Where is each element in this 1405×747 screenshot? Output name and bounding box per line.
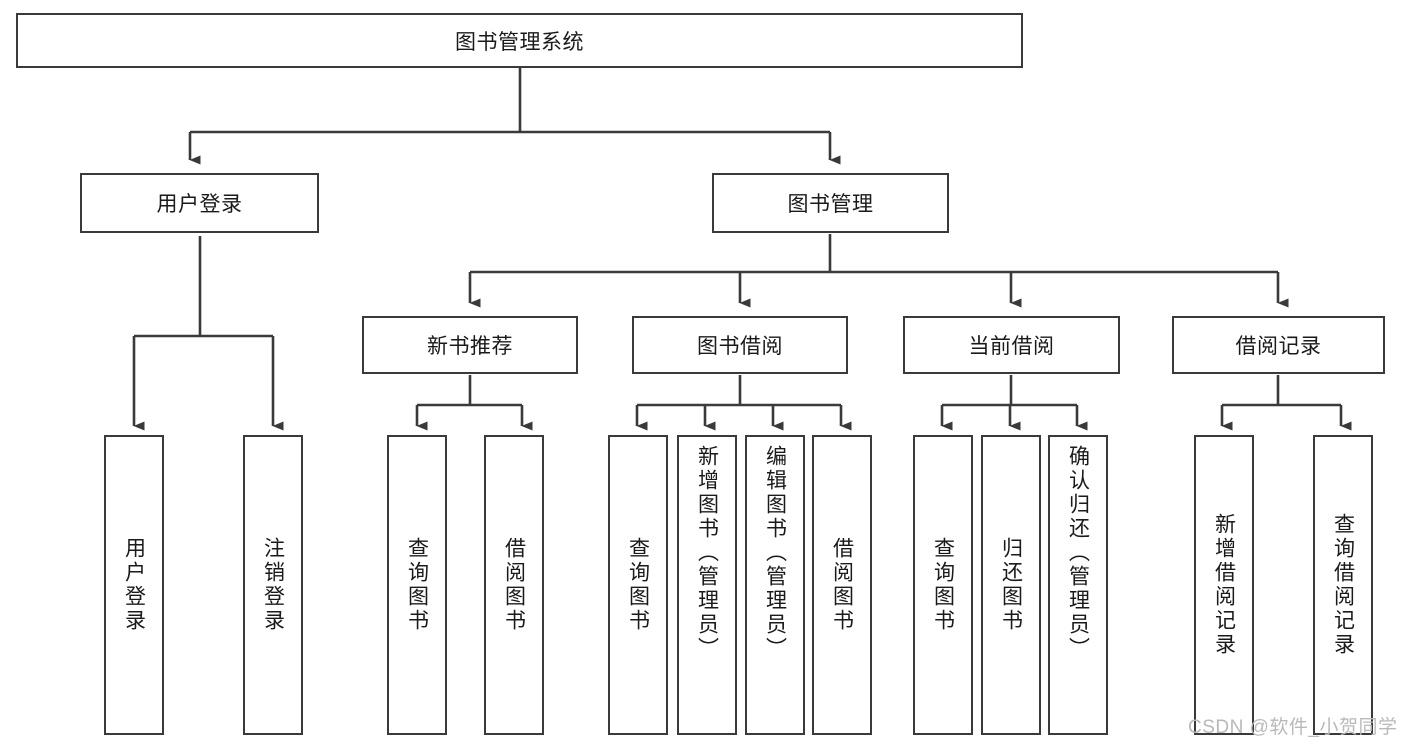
node-leaf-user-login-label: 用户登录 (122, 537, 146, 633)
node-user-login[interactable]: 用户登录 (80, 173, 319, 233)
node-leaf-user-login[interactable]: 用户登录 (104, 435, 164, 735)
node-leaf-user-logout-label: 注销登录 (261, 537, 285, 633)
node-new-book-recommend-label: 新书推荐 (427, 335, 513, 358)
node-leaf-borrow-book-2[interactable]: 借阅图书 (812, 435, 872, 735)
node-current-borrow-label: 当前借阅 (968, 335, 1055, 358)
node-new-book-recommend[interactable]: 新书推荐 (362, 316, 578, 374)
node-leaf-borrow-book-1[interactable]: 借阅图书 (484, 435, 544, 735)
watermark-text: CSDN @软件_小贺同学 (1188, 717, 1398, 738)
node-leaf-query-book-1-label: 查询图书 (405, 537, 429, 633)
node-leaf-borrow-book-1-label: 借阅图书 (502, 537, 526, 633)
node-leaf-user-logout[interactable]: 注销登录 (243, 435, 303, 735)
node-book-management[interactable]: 图书管理 (712, 173, 949, 233)
node-book-borrow[interactable]: 图书借阅 (632, 316, 848, 374)
node-root-label: 图书管理系统 (455, 30, 584, 54)
node-leaf-return-book-label: 归还图书 (999, 537, 1023, 633)
node-leaf-edit-book-label: 编辑图书（管理员） (763, 445, 787, 661)
node-leaf-return-book[interactable]: 归还图书 (981, 435, 1041, 735)
node-user-login-label: 用户登录 (156, 193, 243, 216)
node-leaf-edit-book[interactable]: 编辑图书（管理员） (745, 435, 805, 735)
node-leaf-query-book-2-label: 查询图书 (626, 537, 650, 633)
node-leaf-add-record-label: 新增借阅记录 (1212, 513, 1236, 657)
node-root[interactable]: 图书管理系统 (16, 13, 1023, 68)
node-leaf-add-book-label: 新增图书（管理员） (695, 445, 719, 661)
node-borrow-record-label: 借阅记录 (1235, 335, 1322, 358)
node-leaf-add-book[interactable]: 新增图书（管理员） (677, 435, 737, 735)
node-leaf-query-book-3-label: 查询图书 (931, 537, 955, 633)
node-leaf-add-record[interactable]: 新增借阅记录 (1194, 435, 1254, 735)
node-borrow-record[interactable]: 借阅记录 (1172, 316, 1385, 374)
node-book-borrow-label: 图书借阅 (697, 335, 783, 358)
node-leaf-confirm-return-label: 确认归还（管理员） (1066, 445, 1090, 661)
node-current-borrow[interactable]: 当前借阅 (903, 316, 1120, 374)
node-leaf-query-book-2[interactable]: 查询图书 (608, 435, 668, 735)
node-leaf-confirm-return[interactable]: 确认归还（管理员） (1048, 435, 1108, 735)
node-leaf-query-book-1[interactable]: 查询图书 (387, 435, 447, 735)
node-leaf-query-record[interactable]: 查询借阅记录 (1313, 435, 1373, 735)
node-leaf-query-record-label: 查询借阅记录 (1331, 513, 1355, 657)
node-leaf-query-book-3[interactable]: 查询图书 (913, 435, 973, 735)
node-book-management-label: 图书管理 (787, 193, 874, 216)
node-leaf-borrow-book-2-label: 借阅图书 (830, 537, 854, 633)
